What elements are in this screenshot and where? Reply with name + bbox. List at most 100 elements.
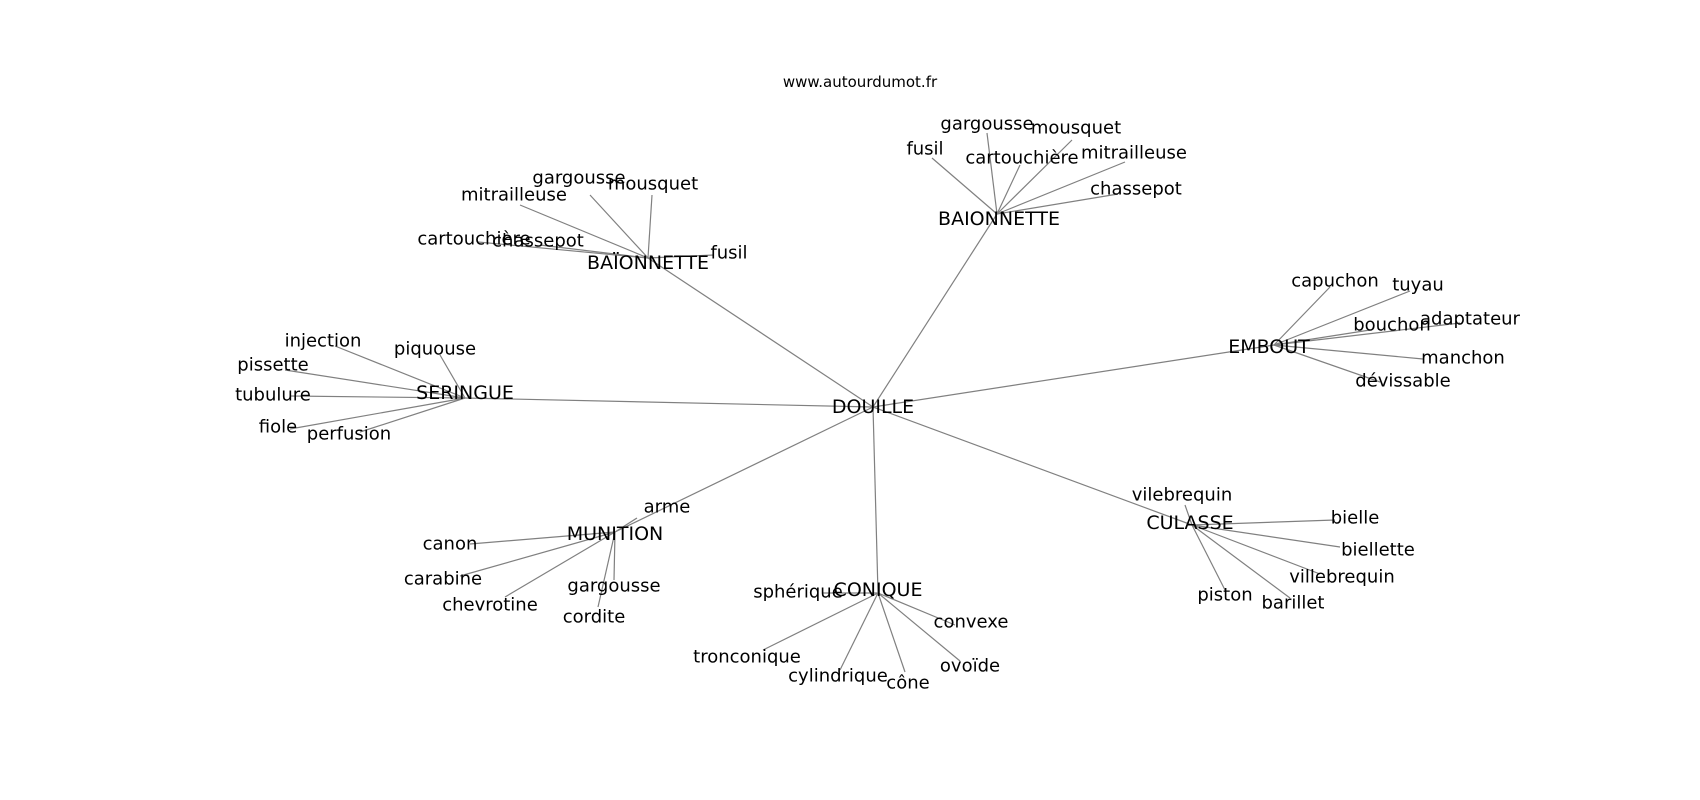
edge-baionnette-top-1	[996, 139, 1073, 215]
term-label: injection	[285, 331, 362, 352]
edge-seringue-3	[289, 395, 466, 399]
term-label: tuyau	[1392, 275, 1444, 296]
term-label: chassepot	[492, 231, 584, 252]
term-label: tubulure	[235, 385, 311, 406]
edge-culasse-1	[1191, 519, 1336, 526]
edge-baionnette-top-4	[996, 161, 1126, 215]
edge-baionnette-tl-5	[647, 254, 715, 259]
edge-munition-3	[504, 531, 616, 598]
term-label: gargousse	[532, 168, 625, 189]
edge-culasse-2	[1191, 524, 1341, 548]
edge-baionnette-tl-4	[539, 244, 649, 259]
edge-baionnette-top-3	[996, 164, 1021, 215]
term-label: cylindrique	[788, 666, 888, 687]
term-label: convexe	[934, 612, 1009, 633]
edge-culasse-5	[1191, 524, 1291, 599]
hub-label-munition: MUNITION	[567, 523, 664, 545]
edge-conique-4	[877, 592, 906, 673]
term-label: vilebrequin	[1132, 485, 1232, 506]
edge-embout-3	[1273, 322, 1461, 346]
hub-label-culasse: CULASSE	[1146, 512, 1233, 534]
term-label: piquouse	[394, 339, 476, 360]
edge-culasse-4	[1191, 524, 1226, 591]
edge-center-baionnette-tl	[647, 257, 874, 408]
term-label: mitrailleuse	[461, 185, 567, 206]
edge-seringue-5	[359, 397, 466, 433]
edge-seringue-0	[334, 345, 466, 399]
edge-baionnette-tl-1	[647, 194, 653, 259]
edge-culasse-3	[1191, 524, 1321, 575]
edge-seringue-2	[284, 369, 466, 399]
term-label: gargousse	[940, 114, 1033, 135]
edge-baionnette-top-0	[986, 132, 998, 215]
term-label: tronconique	[693, 647, 801, 668]
term-label: perfusion	[307, 424, 391, 445]
term-label: villebrequin	[1289, 567, 1394, 588]
edge-embout-5	[1273, 344, 1381, 383]
hub-label-embout: EMBOUT	[1228, 336, 1310, 358]
edge-conique-2	[762, 592, 879, 651]
edge-culasse-0	[1184, 504, 1193, 526]
term-label: mousquet	[608, 174, 698, 195]
edge-munition-4	[613, 531, 616, 581]
term-label: cartouchière	[965, 148, 1078, 169]
edge-center-seringue	[464, 397, 874, 408]
term-label: biellette	[1341, 540, 1415, 561]
term-label: cône	[886, 673, 929, 694]
edge-munition-5	[597, 531, 616, 608]
term-label: bouchon	[1353, 315, 1431, 336]
edge-center-culasse	[872, 406, 1193, 526]
term-label: mitrailleuse	[1081, 143, 1187, 164]
term-label: arme	[644, 497, 691, 518]
term-label: cordite	[563, 607, 626, 628]
term-label: fusil	[710, 243, 747, 264]
edge-center-conique	[872, 406, 879, 594]
term-label: ovoïde	[940, 656, 1000, 677]
source-url: www.autourdumot.fr	[783, 73, 938, 91]
edge-embout-0	[1273, 286, 1331, 346]
edge-munition-1	[469, 531, 616, 545]
term-label: capuchon	[1291, 271, 1379, 292]
edge-center-munition	[614, 406, 874, 533]
term-label: chevrotine	[442, 595, 538, 616]
term-label: barillet	[1262, 593, 1325, 614]
edge-layer	[284, 132, 1461, 673]
edge-munition-0	[614, 517, 638, 533]
hub-label-conique: CONIQUE	[834, 579, 923, 601]
edge-conique-1	[877, 592, 956, 626]
hub-label-seringue: SERINGUE	[416, 382, 514, 404]
edge-center-embout	[872, 344, 1275, 408]
edge-embout-2	[1273, 329, 1371, 346]
edge-baionnette-tl-3	[477, 241, 649, 259]
edge-baionnette-top-5	[996, 193, 1119, 215]
term-label: carabine	[404, 569, 482, 590]
term-label: dévissable	[1355, 371, 1450, 392]
hub-label-baionnette-tl: BAÏONNETTE	[587, 251, 709, 274]
edge-conique-3	[839, 592, 879, 671]
term-label: gargousse	[567, 576, 660, 597]
term-label: canon	[423, 534, 478, 555]
edge-conique-5	[877, 592, 961, 662]
edge-baionnette-top-2	[931, 157, 998, 215]
term-label: manchon	[1421, 348, 1505, 369]
term-label: pissette	[237, 355, 308, 376]
term-label: mousquet	[1031, 118, 1121, 139]
term-label: fusil	[906, 139, 943, 160]
term-label: bielle	[1331, 508, 1380, 529]
term-label: sphérique	[753, 582, 843, 603]
hub-label-baionnette-top: BAIONNETTE	[938, 208, 1060, 230]
term-label: fiole	[259, 417, 297, 438]
edge-seringue-1	[439, 354, 466, 399]
term-label: adaptateur	[1420, 309, 1521, 330]
term-label: cartouchière	[417, 229, 530, 250]
term-label: piston	[1197, 585, 1252, 606]
edge-embout-4	[1273, 344, 1424, 360]
edge-munition-2	[459, 531, 616, 577]
center-word: DOUILLE	[832, 396, 914, 418]
term-label: chassepot	[1090, 179, 1182, 200]
edge-embout-1	[1273, 290, 1411, 346]
edge-baionnette-tl-0	[589, 194, 649, 259]
edge-seringue-4	[289, 397, 466, 430]
label-layer: www.autourdumot.fr DOUILLE BAÏONNETTE gar…	[235, 73, 1520, 694]
